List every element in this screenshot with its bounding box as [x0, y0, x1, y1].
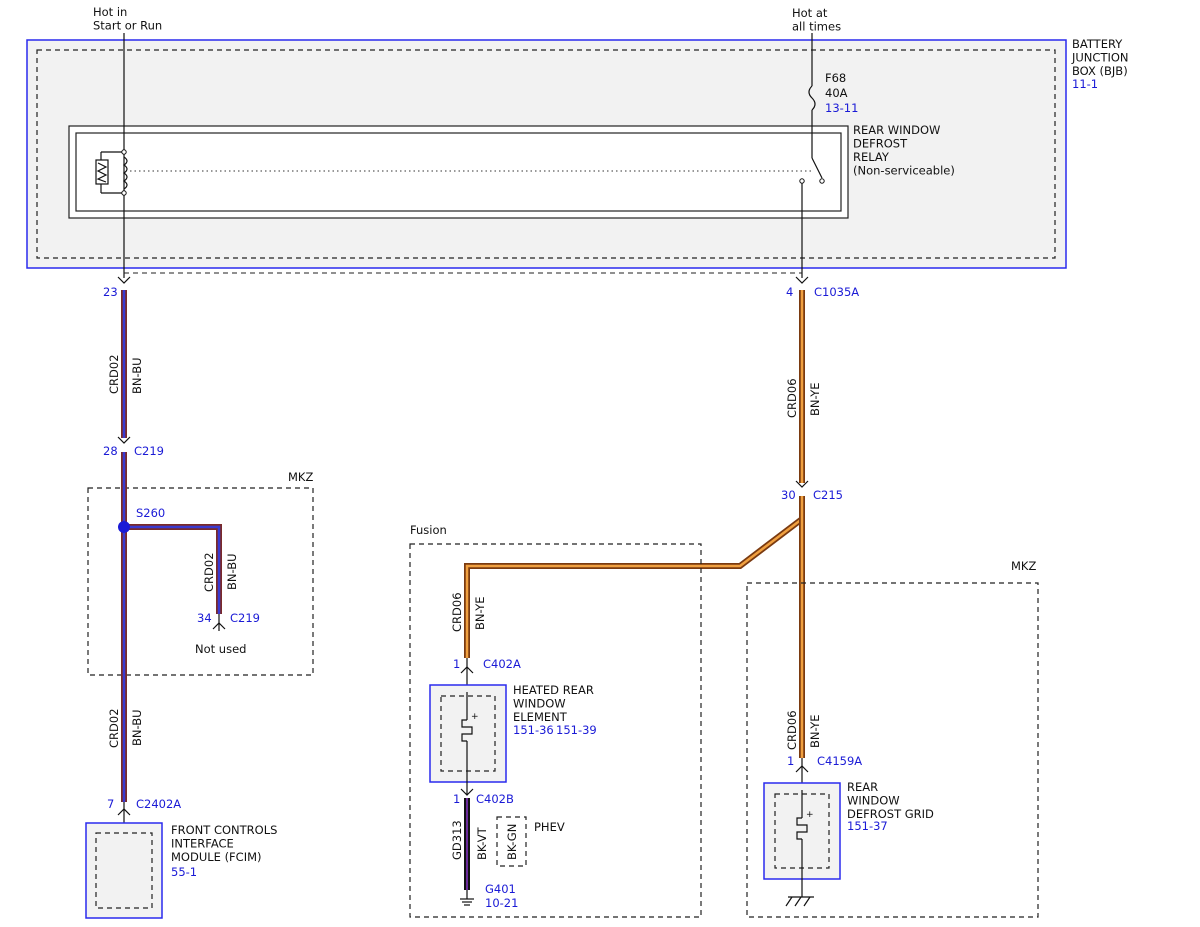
wire-3-circuit: CRD02: [107, 708, 121, 748]
pin-34: 34: [197, 611, 212, 625]
pin-23: 23: [103, 285, 118, 299]
wire-5-color: BN-YE: [473, 596, 487, 630]
pin-4-symbol: [795, 276, 809, 284]
relay-switch-contact: [819, 178, 825, 184]
fuse-rating: 40A: [825, 86, 848, 100]
fusion-box: [409, 543, 702, 918]
wire-2-color: BN-BU: [225, 553, 239, 590]
pin-4: 4: [786, 285, 793, 299]
chassis-ground-symbol: [785, 896, 814, 907]
connector-c219-stub: C219: [230, 611, 260, 625]
defrost-grid-symbol: +: [796, 790, 814, 897]
pin-7: 7: [107, 797, 114, 811]
pin-c402b: 1: [453, 792, 460, 806]
wire-6-circuit: CRD06: [785, 710, 799, 750]
relay-box-inner: [75, 132, 842, 212]
ground-g401-symbol: [460, 890, 474, 906]
wire-3-color: BN-BU: [130, 709, 144, 746]
heated-element-ref2: 151-39: [556, 723, 597, 737]
fuse-symbol: [808, 85, 816, 111]
pin-23-symbol: [117, 276, 131, 284]
connector-c1035a: C1035A: [814, 285, 859, 299]
wire-8-color: BK-GN: [505, 824, 519, 860]
relay-switch-arm: [811, 157, 823, 179]
pin-28-symbol: [117, 436, 131, 444]
phev-label: PHEV: [534, 820, 565, 834]
wire-4-color: BN-YE: [808, 382, 822, 416]
pin-c4159a: 1: [787, 754, 794, 768]
fuse-name: F68: [825, 71, 846, 85]
fcim-inner: [95, 832, 153, 909]
pin-28: 28: [103, 444, 118, 458]
relay-coil: [95, 149, 128, 196]
svg-text:+: +: [806, 810, 814, 820]
mkz-right-label: MKZ: [1011, 559, 1036, 573]
defrost-grid-ref: 151-37: [847, 819, 888, 833]
fusion-label: Fusion: [410, 523, 447, 537]
splice-s260: [118, 521, 130, 533]
mkz-right-box: [746, 582, 1039, 918]
wire-2-circuit: CRD02: [202, 552, 216, 592]
mkz-left-box: [87, 487, 314, 676]
splice-s260-label: S260: [136, 506, 165, 520]
wire-bn-bu-branch: [124, 524, 222, 614]
pin-30-symbol: [795, 480, 809, 488]
pin-c402b-symbol: [460, 788, 474, 796]
phev-option-box: [496, 816, 527, 867]
heated-element-inner: [440, 695, 496, 772]
wire-bn-ye-branch: [464, 516, 804, 658]
fuse-ref: 13-11: [825, 101, 858, 115]
mkz-left-label: MKZ: [288, 470, 313, 484]
bjb-ref: 11-1: [1072, 77, 1098, 91]
connector-c2402a: C2402A: [136, 797, 181, 811]
bjb-inner-dashed: [36, 49, 1056, 259]
fcim-ref: 55-1: [171, 865, 197, 879]
connector-c402a: C402A: [483, 657, 521, 671]
wire-7-color: BK-VT: [475, 826, 489, 860]
relay-switch-common: [799, 178, 805, 184]
not-used-label: Not used: [195, 642, 246, 656]
ground-g401-name: G401: [485, 882, 516, 896]
connector-c4159a: C4159A: [817, 754, 862, 768]
connector-c215: C215: [813, 488, 843, 502]
wire-7-circuit: GD313: [450, 820, 464, 860]
wire-4-circuit: CRD06: [785, 378, 799, 418]
heater-symbol: +: [461, 692, 479, 795]
svg-text:+: +: [471, 712, 479, 722]
heated-element-ref1: 151-36: [513, 723, 554, 737]
connector-c219-top: C219: [134, 444, 164, 458]
fcim-box: [85, 822, 163, 919]
pin-30: 30: [781, 488, 796, 502]
connector-c402b: C402B: [476, 792, 514, 806]
wire-6-color: BN-YE: [808, 714, 822, 748]
pin-c402a: 1: [453, 657, 460, 671]
wire-1-circuit: CRD02: [107, 354, 121, 394]
wire-1-color: BN-BU: [130, 357, 144, 394]
wire-5-circuit: CRD06: [450, 592, 464, 632]
ground-g401-ref: 10-21: [485, 896, 518, 910]
